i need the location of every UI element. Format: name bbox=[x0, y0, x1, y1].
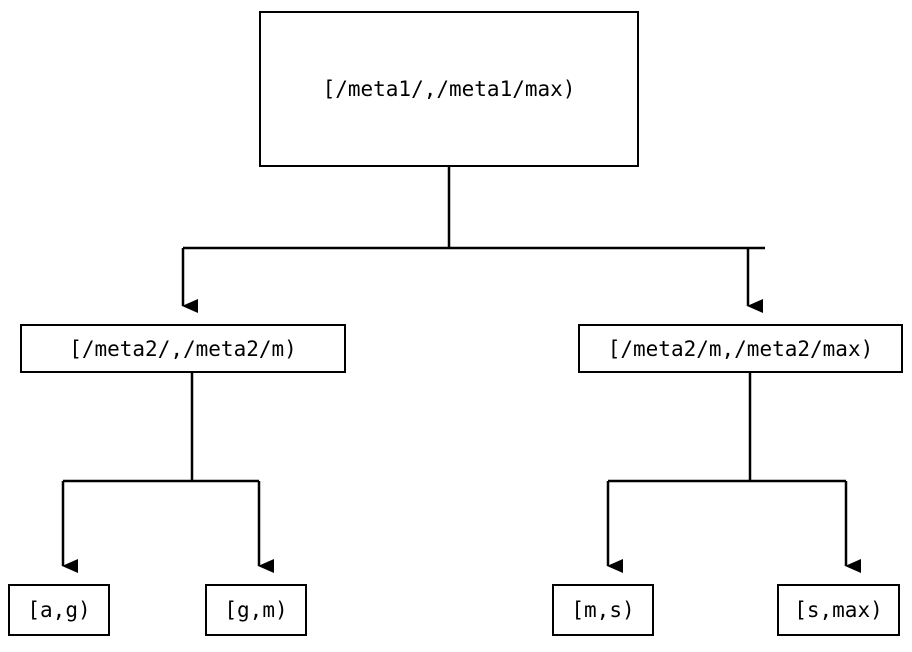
node-leaf-m-s-label: [m,s) bbox=[571, 598, 635, 622]
edge-branch-right-to-leaves bbox=[606, 373, 861, 573]
node-leaf-a-g[interactable]: [a,g) bbox=[8, 584, 110, 636]
node-branch-right-label: [/meta2/m,/meta2/max) bbox=[607, 336, 874, 361]
node-branch-left[interactable]: [/meta2/,/meta2/m) bbox=[20, 324, 346, 373]
node-root-label: [/meta1/,/meta1/max) bbox=[322, 77, 576, 101]
node-leaf-m-s[interactable]: [m,s) bbox=[552, 584, 654, 636]
edge-branch-left-to-leaves bbox=[61, 373, 274, 573]
node-leaf-a-g-label: [a,g) bbox=[27, 598, 91, 622]
node-leaf-s-max[interactable]: [s,max) bbox=[777, 584, 900, 636]
node-branch-right[interactable]: [/meta2/m,/meta2/max) bbox=[578, 324, 903, 373]
node-root[interactable]: [/meta1/,/meta1/max) bbox=[259, 11, 639, 167]
edge-root-to-branches bbox=[181, 167, 765, 313]
node-branch-left-label: [/meta2/,/meta2/m) bbox=[69, 336, 297, 361]
node-leaf-g-m[interactable]: [g,m) bbox=[205, 584, 307, 636]
node-leaf-s-max-label: [s,max) bbox=[794, 598, 883, 622]
node-leaf-g-m-label: [g,m) bbox=[224, 598, 288, 622]
